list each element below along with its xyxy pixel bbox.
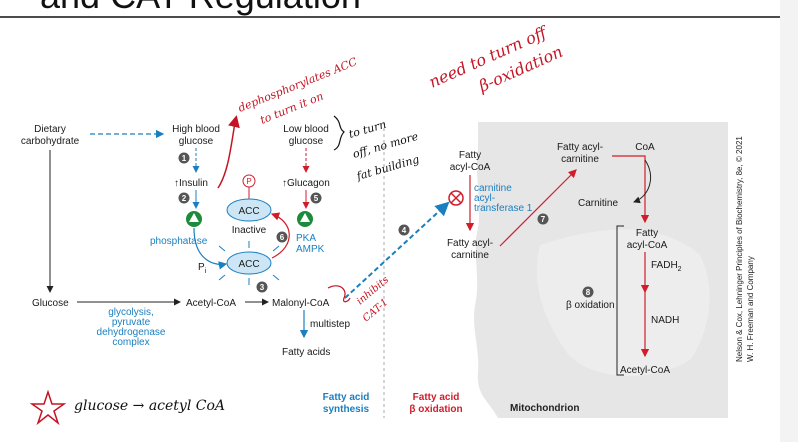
pka-enzyme-icon bbox=[297, 211, 313, 227]
step-5-marker: 5 bbox=[310, 192, 322, 204]
svg-text:6: 6 bbox=[280, 233, 285, 242]
low-blood-glucose-l2: glucose bbox=[289, 136, 324, 147]
legend-fa-oxidation-l2: β oxidation bbox=[409, 404, 462, 415]
beta-oxidation-bracket bbox=[616, 225, 624, 376]
fatty-acyl-coa-cyto-l2: acyl-CoA bbox=[450, 162, 491, 173]
mitochondrion-inner bbox=[536, 229, 710, 377]
step-8-marker: 8 bbox=[582, 286, 594, 298]
legend-fa-synthesis-l1: Fatty acid bbox=[323, 392, 370, 403]
carnitine-label: Carnitine bbox=[578, 198, 618, 209]
malonyl-coa-label: Malonyl-CoA bbox=[272, 298, 330, 309]
cat1-l3: transferase 1 bbox=[474, 203, 533, 214]
fatty-acyl-carnitine-cyto-l2: carnitine bbox=[451, 250, 489, 261]
fatty-acyl-carnitine-cyto-l1: Fatty acyl- bbox=[447, 238, 493, 249]
step-7-marker: 7 bbox=[537, 213, 549, 225]
cat1-l1: carnitine bbox=[474, 183, 512, 194]
acc-active-ellipse bbox=[226, 251, 272, 275]
fatty-acyl-carnitine-mito-l1: Fatty acyl- bbox=[557, 142, 603, 153]
acetyl-coa-mito-label: Acetyl-CoA bbox=[620, 365, 670, 376]
glucagon-label: ↑Glucagon bbox=[282, 178, 330, 189]
phosphatase-arrow bbox=[193, 227, 228, 270]
turn-off-brace bbox=[333, 115, 345, 151]
mitochondrion-label: Mitochondrion bbox=[510, 403, 579, 414]
pka-arrow bbox=[270, 212, 290, 259]
acc-inactive-ellipse bbox=[226, 198, 272, 222]
acc-active-label: ACC bbox=[238, 259, 259, 270]
step-3-marker: 3 bbox=[256, 281, 268, 293]
fatty-acyl-coa-mito-l2: acyl-CoA bbox=[627, 240, 668, 251]
coa-transfer-arrow bbox=[612, 155, 650, 224]
star-doodle-icon bbox=[29, 389, 67, 426]
cat1-l2: acyl- bbox=[474, 193, 495, 204]
step-2-marker: 2 bbox=[178, 192, 190, 204]
svg-text:5: 5 bbox=[314, 194, 319, 203]
high-blood-glucose-l2: glucose bbox=[179, 136, 214, 147]
credit-line-2: W. H. Freeman and Company bbox=[746, 256, 755, 362]
high-blood-glucose-l1: High blood bbox=[172, 124, 220, 135]
svg-text:7: 7 bbox=[541, 215, 546, 224]
carnitine-release-arrow bbox=[633, 159, 652, 204]
turn-off-note-l1: to turn bbox=[347, 118, 387, 141]
glucose-label: Glucose bbox=[32, 298, 69, 309]
phosphatase-enzyme-icon bbox=[186, 211, 202, 227]
step-4-marker: 4 bbox=[398, 224, 410, 236]
glycolysis-l2: pyruvate bbox=[112, 317, 151, 328]
beta-oxidation-label: β oxidation bbox=[566, 300, 615, 311]
glucose-note: glucose → acetyl CoA bbox=[74, 398, 225, 414]
dietary-carbohydrate-l2: carbohydrate bbox=[21, 136, 80, 147]
svg-text:4: 4 bbox=[402, 226, 407, 235]
svg-text:3: 3 bbox=[260, 283, 265, 292]
phosphatase-label: phosphatase bbox=[150, 236, 208, 247]
coa-label: CoA bbox=[635, 142, 655, 153]
fatty-acyl-carnitine-mito-l2: carnitine bbox=[561, 154, 599, 165]
glycolysis-l4: complex bbox=[112, 337, 149, 348]
svg-text:8: 8 bbox=[586, 288, 591, 297]
svg-text:2: 2 bbox=[182, 194, 187, 203]
pi-label: Pi bbox=[198, 262, 207, 275]
fatty-acyl-coa-mito-l1: Fatty bbox=[636, 228, 658, 239]
svg-text:1: 1 bbox=[182, 154, 187, 163]
side-panel bbox=[780, 0, 798, 442]
fatty-acids-label: Fatty acids bbox=[282, 347, 330, 358]
step-6-marker: 6 bbox=[276, 231, 288, 243]
phosphate-circle-label: P bbox=[246, 177, 251, 186]
legend-fa-oxidation-l1: Fatty acid bbox=[413, 392, 460, 403]
fatty-acyl-coa-cyto-l1: Fatty bbox=[459, 150, 481, 161]
pka-label: PKA bbox=[296, 233, 316, 244]
inactive-label: Inactive bbox=[232, 225, 267, 236]
multistep-label: multistep bbox=[310, 319, 350, 330]
legend-fa-synthesis-l2: synthesis bbox=[323, 404, 370, 415]
inhibits-note-arrow bbox=[327, 285, 351, 303]
glycolysis-l1: glycolysis, bbox=[108, 307, 154, 318]
inhibition-cross-icon bbox=[450, 192, 462, 204]
fadh2-label: FADH2 bbox=[651, 260, 682, 273]
dietary-carbohydrate-l1: Dietary bbox=[34, 124, 66, 135]
acc-inactive-label: ACC bbox=[238, 206, 259, 217]
glycolysis-l3: dehydrogenase bbox=[97, 327, 166, 338]
carnitine-transport-arrow bbox=[499, 169, 577, 247]
slide-title: and CAT Regulation bbox=[40, 0, 361, 16]
acc-activity-rays bbox=[218, 241, 280, 285]
dephosphorylates-note-arrow bbox=[217, 115, 240, 189]
step-1-marker: 1 bbox=[178, 152, 190, 164]
nadh-label: NADH bbox=[651, 315, 679, 326]
credit-line-1: Nelson & Cox, Lehninger Principles of Bi… bbox=[735, 136, 744, 362]
acetyl-coa-label: Acetyl-CoA bbox=[186, 298, 236, 309]
ampk-label: AMPK bbox=[296, 244, 325, 255]
insulin-label: ↑Insulin bbox=[174, 178, 208, 189]
low-blood-glucose-l1: Low blood bbox=[283, 124, 329, 135]
malonyl-inhibition-arrow bbox=[344, 201, 450, 299]
